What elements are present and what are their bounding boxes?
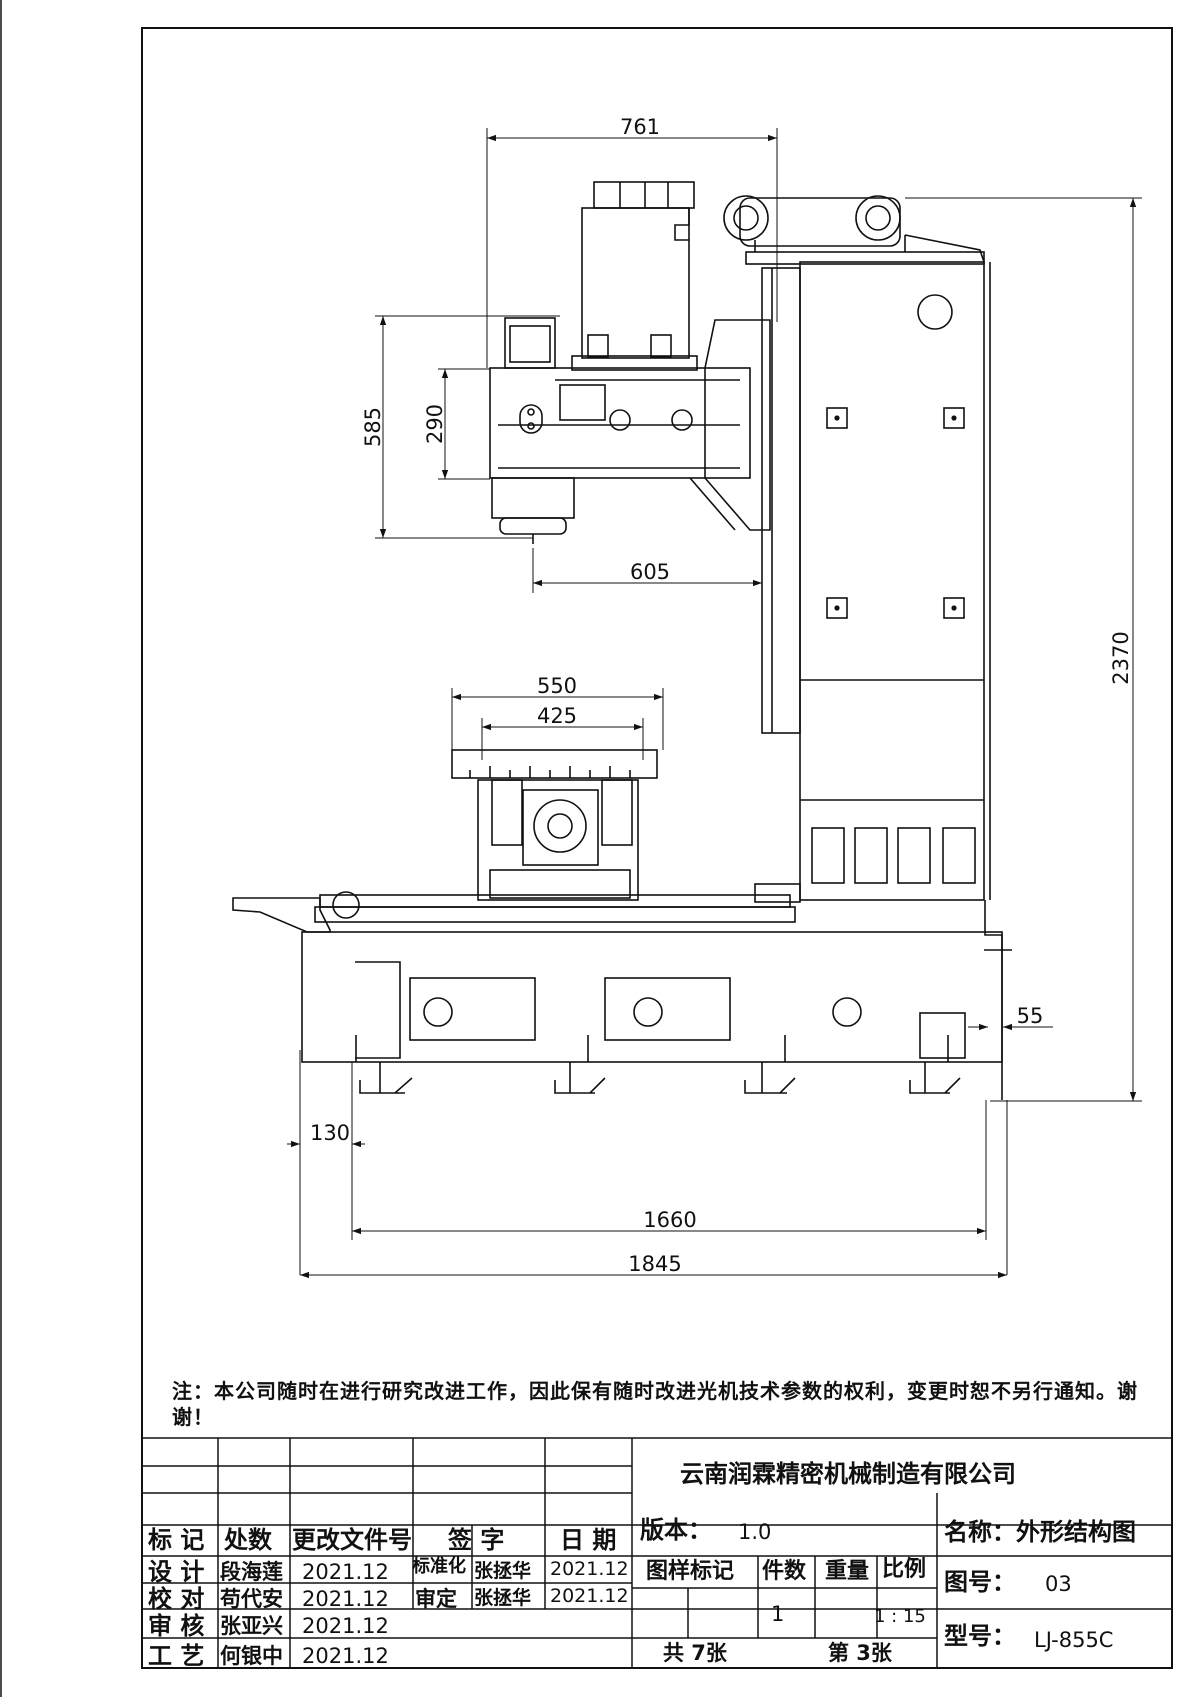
model-value: LJ-855C bbox=[1034, 1628, 1114, 1652]
header-change-doc: 更改文件号 bbox=[292, 1526, 412, 1554]
dim-1845: 1845 bbox=[628, 1252, 681, 1276]
column-hole bbox=[917, 294, 953, 330]
pulley-right bbox=[855, 195, 901, 241]
name-standardization: 张拯华 bbox=[474, 1560, 532, 1582]
date-review: 2021.12 bbox=[302, 1614, 389, 1638]
pulley-left bbox=[723, 195, 769, 241]
header-mark: 标 记 bbox=[148, 1526, 205, 1554]
name-approve: 张拯华 bbox=[474, 1587, 532, 1609]
version-label: 版本： bbox=[640, 1516, 712, 1544]
dim-290: 290 bbox=[423, 404, 447, 444]
dim-1660: 1660 bbox=[643, 1208, 696, 1232]
worktable-top bbox=[451, 749, 658, 779]
role-check: 校 对 bbox=[148, 1585, 205, 1613]
spindle-nose bbox=[491, 477, 575, 519]
headstock bbox=[489, 367, 751, 479]
header-date: 日 期 bbox=[560, 1526, 617, 1554]
scale-label: 比例 bbox=[882, 1557, 927, 1582]
dim-761: 761 bbox=[620, 115, 660, 139]
name-check: 苟代安 bbox=[220, 1587, 283, 1611]
header-count: 处数 bbox=[224, 1526, 272, 1554]
name-review: 张亚兴 bbox=[220, 1614, 283, 1638]
dim-2370: 2370 bbox=[1109, 631, 1133, 684]
drawing-name: 名称：外形结构图 bbox=[944, 1518, 1136, 1546]
dim-605: 605 bbox=[630, 560, 670, 584]
machine-outline bbox=[232, 181, 1012, 1100]
header-signature: 签 字 bbox=[448, 1526, 505, 1554]
role-standardization: 标准化 bbox=[412, 1556, 466, 1577]
dim-425: 425 bbox=[537, 704, 577, 728]
drawing-no-label: 图号： bbox=[944, 1568, 1016, 1596]
sample-mark-label: 图样标记 bbox=[646, 1559, 735, 1584]
role-approve: 审定 bbox=[415, 1587, 457, 1611]
date-check: 2021.12 bbox=[302, 1587, 389, 1611]
quantity-label: 件数 bbox=[762, 1559, 807, 1584]
revision-note: 注：本公司随时在进行研究改进工作，因此保有随时改进光机技术参数的权利，变更时恕不… bbox=[172, 1379, 1138, 1429]
version-value: 1.0 bbox=[738, 1520, 772, 1544]
column-body bbox=[799, 261, 985, 901]
dim-55: 55 bbox=[1017, 1004, 1044, 1028]
sheet-frame bbox=[141, 27, 1173, 1669]
name-design: 段海莲 bbox=[220, 1560, 283, 1584]
dimension-lines bbox=[287, 128, 1142, 1279]
date-process: 2021.12 bbox=[302, 1644, 389, 1668]
role-process: 工 艺 bbox=[148, 1642, 205, 1670]
date-standardization: 2021.12 bbox=[550, 1558, 629, 1580]
date-design: 2021.12 bbox=[302, 1560, 389, 1584]
quantity-value: 1 bbox=[771, 1602, 785, 1626]
model-label: 型号： bbox=[944, 1622, 1016, 1650]
machine-base bbox=[301, 931, 1003, 1063]
weight-label: 重量 bbox=[825, 1559, 870, 1584]
total-sheets: 共 7张 bbox=[663, 1641, 727, 1665]
date-approve: 2021.12 bbox=[550, 1585, 629, 1607]
name-process: 何银中 bbox=[220, 1644, 283, 1668]
company-name: 云南润霖精密机械制造有限公司 bbox=[680, 1460, 1016, 1488]
sheet-number: 第 3张 bbox=[828, 1641, 892, 1665]
dim-585: 585 bbox=[361, 407, 385, 447]
title-block-grid bbox=[142, 1437, 1172, 1668]
scale-value: 1 : 15 bbox=[874, 1606, 926, 1627]
dim-550: 550 bbox=[537, 674, 577, 698]
drawing-no-value: 03 bbox=[1045, 1572, 1072, 1596]
rotary-table bbox=[522, 789, 599, 866]
dim-130: 130 bbox=[310, 1121, 350, 1145]
role-design: 设 计 bbox=[148, 1558, 205, 1586]
role-review: 审 核 bbox=[148, 1612, 205, 1640]
